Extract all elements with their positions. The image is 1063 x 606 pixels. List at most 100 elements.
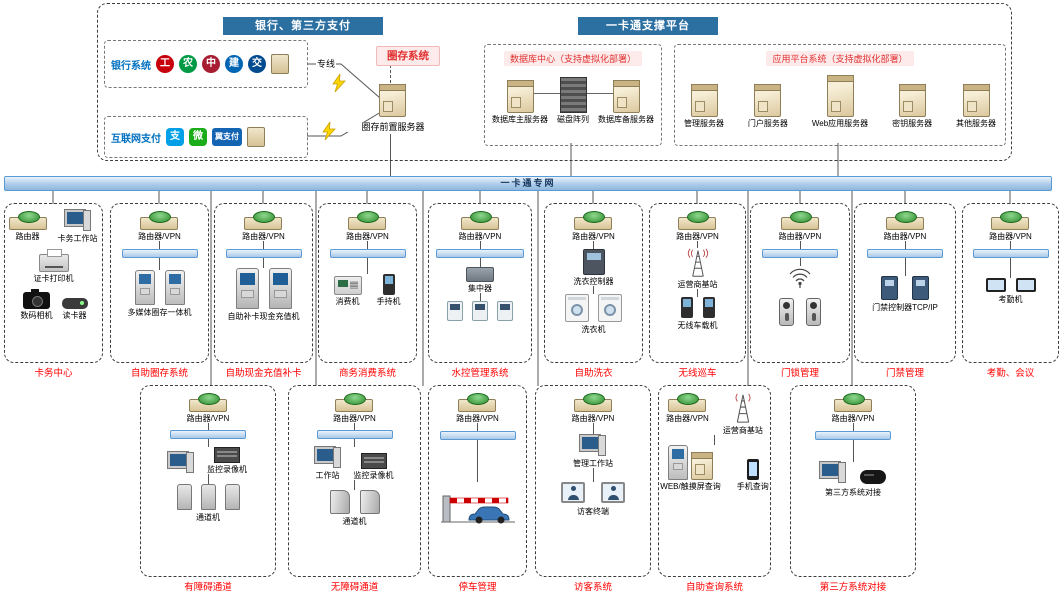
box-caption: 商务消费系统 bbox=[338, 368, 396, 379]
box-self-laundry: 路由器/VPN 洗衣控制器 洗衣机 自助洗衣 bbox=[544, 203, 643, 379]
box-parking: 路由器/VPN 停车管理 bbox=[428, 385, 527, 593]
box-caption: 自助洗衣 bbox=[574, 368, 613, 379]
box-caption: 自助圈存系统 bbox=[130, 368, 188, 379]
database-center-box: 数据库中心（支持虚拟化部署） 数据库主服务器 磁盘阵列 数据库备服务器 bbox=[484, 44, 662, 146]
switch-icon bbox=[439, 431, 516, 441]
switch-icon bbox=[867, 249, 943, 259]
box-caption: 访客系统 bbox=[573, 582, 612, 593]
server-icon bbox=[826, 75, 854, 117]
box-caption: 门锁管理 bbox=[780, 368, 819, 379]
switch-icon bbox=[815, 431, 891, 441]
box-caption: 无障碍通道 bbox=[330, 582, 379, 593]
alipay-icon: 支 bbox=[166, 128, 184, 146]
touchscreen-kiosk-icon bbox=[667, 445, 688, 481]
box-caption: 停车管理 bbox=[458, 582, 497, 593]
server-icon bbox=[690, 84, 718, 117]
bank-logo-bocom-icon: 交 bbox=[248, 55, 266, 73]
channel-gate-icon bbox=[224, 484, 240, 511]
box-wireless-vehicle: 路由器/VPN 运营商基站 无线车载机 无线巡车 bbox=[649, 203, 746, 379]
flap-gate-icon bbox=[329, 490, 350, 515]
recharge-kiosk-icon bbox=[268, 268, 292, 310]
router-icon bbox=[335, 393, 374, 412]
card-printer-icon bbox=[38, 249, 69, 273]
management-server: 管理服务器 bbox=[683, 84, 725, 129]
handheld-pos-icon bbox=[382, 274, 395, 296]
router-icon bbox=[458, 393, 497, 412]
laundry-controller-icon bbox=[582, 249, 605, 276]
disk-array-icon bbox=[559, 77, 587, 113]
top-platform-frame: 银行、第三方支付 一卡通支撑平台 银行系统 工 农 中 建 交 专线 圈存系统 … bbox=[97, 3, 1012, 161]
encryption-device-icon bbox=[271, 54, 289, 74]
app-platform-box: 应用平台系统（支持虚拟化部署） 管理服务器 门户服务器 Web应用服务器 密钥服… bbox=[674, 44, 1006, 146]
web-app-server: Web应用服务器 bbox=[810, 75, 870, 129]
other-server: 其他服务器 bbox=[955, 84, 997, 129]
router-icon bbox=[678, 211, 717, 230]
switch-icon bbox=[436, 249, 524, 259]
visitor-terminal-icon bbox=[601, 482, 625, 504]
box-caption: 无线巡车 bbox=[678, 368, 717, 379]
router-icon bbox=[460, 211, 499, 230]
bank-logo-boc-icon: 中 bbox=[202, 55, 220, 73]
quancun-system-tag: 圈存系统 bbox=[376, 46, 440, 66]
disk-array: 磁盘阵列 bbox=[556, 77, 590, 125]
vehicle-terminal-icon bbox=[702, 297, 715, 319]
channel-gate-icon bbox=[200, 484, 216, 511]
visitor-terminal-icon bbox=[561, 482, 585, 504]
lightning-icon bbox=[322, 122, 336, 140]
box-caption: 考勤、会议 bbox=[986, 368, 1035, 379]
encryption-device-icon bbox=[247, 127, 265, 147]
vehicle-terminal-icon bbox=[680, 297, 693, 319]
deposit-kiosk-icon bbox=[164, 270, 185, 306]
internet-pay-label: 互联网支付 bbox=[111, 133, 161, 145]
box-caption: 有障碍通道 bbox=[184, 582, 232, 593]
workstation-icon bbox=[820, 462, 846, 484]
box-caption: 自助现金充值补卡 bbox=[225, 368, 302, 379]
bank-system-box: 银行系统 工 农 中 建 交 bbox=[104, 40, 308, 88]
base-station-icon bbox=[687, 248, 708, 277]
box-water-control: 路由器/VPN 集中器 水控管理系统 bbox=[428, 203, 532, 379]
box-self-deposit: 路由器/VPN 多媒体圈存一体机 自助圈存系统 bbox=[110, 203, 209, 379]
router-icon bbox=[833, 393, 872, 412]
box-commerce-pos: 路由器/VPN 消费机 手持机 商务消费系统 bbox=[318, 203, 417, 379]
workstation-icon bbox=[314, 447, 341, 469]
box-caption: 第三方系统对接 bbox=[819, 582, 887, 593]
workstation-icon bbox=[168, 452, 194, 474]
video-recorder-icon bbox=[360, 453, 387, 470]
flap-gate-icon bbox=[359, 490, 380, 515]
box-card-center: 路由器 卡务工作站 证卡打印机 数码相机 读卡器 卡务中心 bbox=[4, 203, 103, 379]
db-master-server: 数据库主服务器 bbox=[491, 80, 549, 125]
washing-machine-icon bbox=[598, 294, 622, 323]
quancun-front-server-icon bbox=[379, 84, 406, 117]
router-icon bbox=[780, 211, 819, 230]
lightning-icon bbox=[332, 74, 346, 92]
switch-icon bbox=[762, 249, 838, 259]
router-icon bbox=[244, 211, 283, 230]
wechat-pay-icon: 微 bbox=[189, 128, 207, 146]
server-icon bbox=[506, 80, 534, 113]
box-caption: 水控管理系统 bbox=[451, 368, 509, 379]
mobile-phone-icon bbox=[746, 459, 759, 481]
box-visitor: 路由器/VPN 管理工作站 访客终端 访客系统 bbox=[535, 385, 651, 593]
recharge-kiosk-icon bbox=[235, 268, 259, 310]
platform-header: 一卡通支撑平台 bbox=[578, 17, 718, 35]
attendance-terminal-icon bbox=[985, 278, 1006, 293]
box-caption: 门禁管理 bbox=[885, 368, 924, 379]
key-server: 密钥服务器 bbox=[891, 84, 934, 129]
router-icon bbox=[885, 211, 924, 230]
switch-icon bbox=[170, 430, 246, 440]
switch-icon bbox=[316, 430, 393, 440]
washing-machine-icon bbox=[565, 294, 589, 323]
switch-icon bbox=[225, 249, 302, 259]
router-icon bbox=[574, 211, 613, 230]
deposit-kiosk-icon bbox=[134, 270, 155, 306]
router-icon bbox=[188, 393, 227, 412]
dedicated-line-label: 专线 bbox=[316, 59, 337, 70]
router-icon bbox=[8, 211, 47, 230]
internet-pay-wire bbox=[307, 111, 382, 137]
quancun-server-label: 圈存前置服务器 bbox=[344, 122, 442, 133]
video-recorder-icon bbox=[214, 447, 240, 464]
backbone-network-bar: 一卡通专网 bbox=[4, 176, 1052, 191]
database-center-title: 数据库中心（支持虚拟化部署） bbox=[503, 51, 642, 66]
bank-logo-abc-icon: 农 bbox=[179, 55, 197, 73]
third-party-device-icon bbox=[860, 470, 886, 485]
